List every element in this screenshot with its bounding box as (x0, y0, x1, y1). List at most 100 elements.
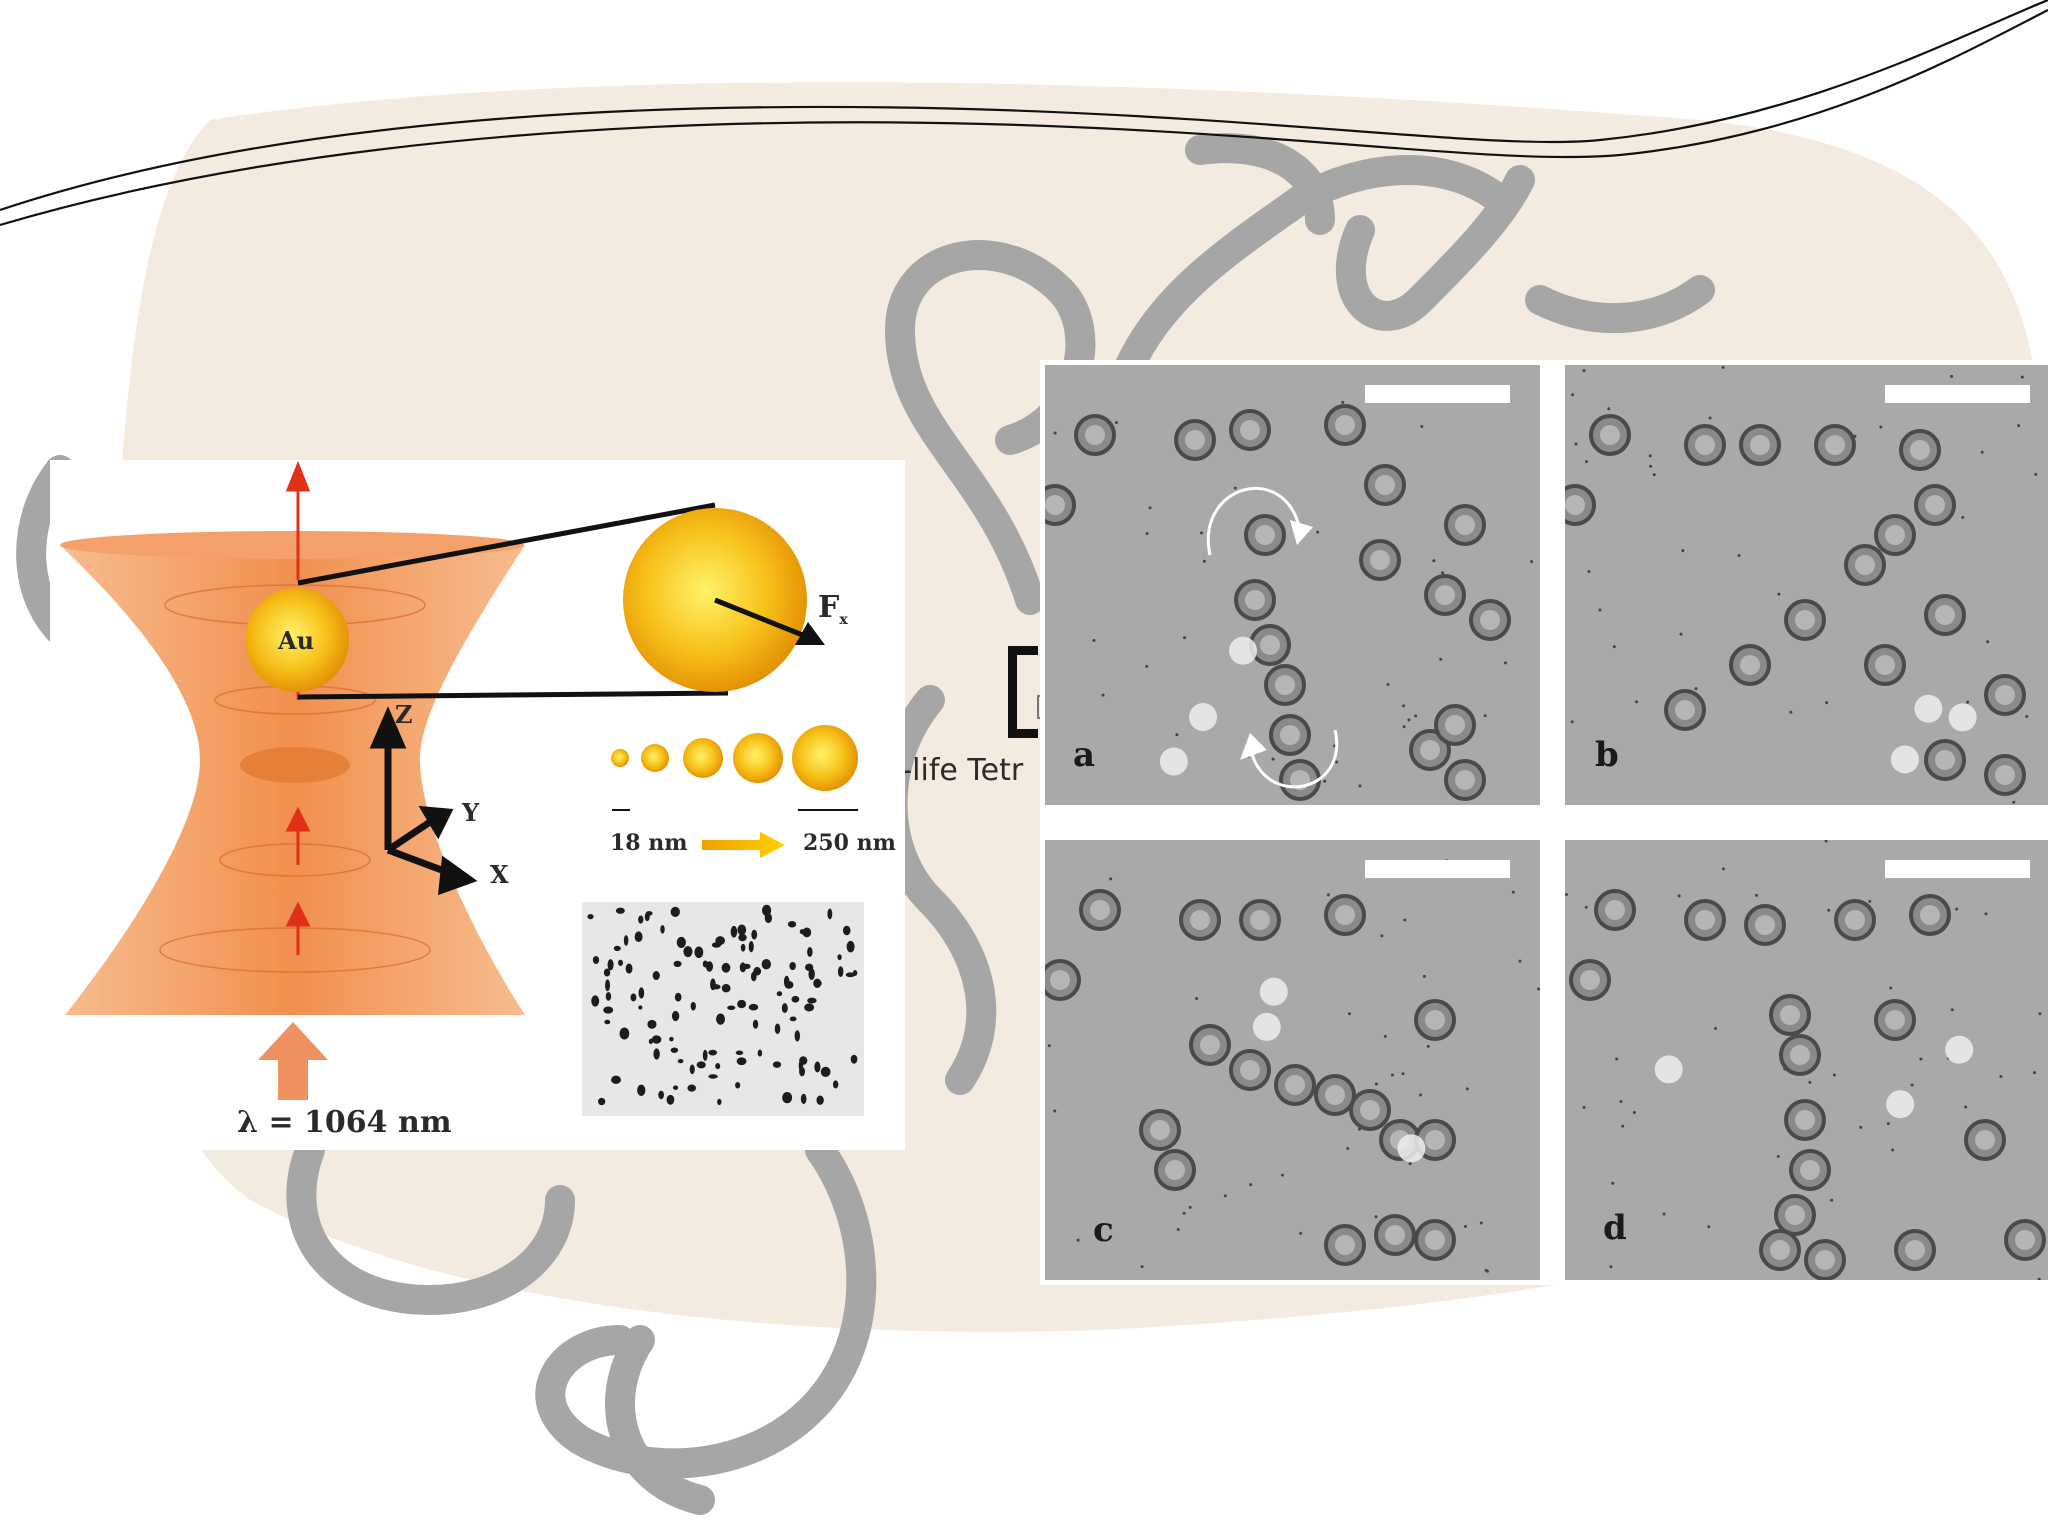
tem-particle (711, 984, 721, 990)
speckle (1681, 549, 1685, 553)
cell (1594, 889, 1636, 931)
tem-particle (814, 1061, 821, 1073)
tem-particle (735, 1082, 741, 1089)
speckle (1755, 893, 1759, 897)
tem-particle (615, 907, 625, 914)
microscopy-panel-a: a (1045, 365, 1540, 805)
cell (1729, 644, 1771, 686)
cell (1324, 404, 1366, 446)
tem-particle (816, 1095, 824, 1105)
tem-particle (592, 955, 600, 965)
speckle (1316, 530, 1320, 534)
cell (1744, 904, 1786, 946)
cell (1264, 664, 1306, 706)
tem-particle (648, 1038, 653, 1045)
speckle (1707, 1225, 1711, 1229)
speckle (1708, 416, 1712, 420)
cell (1759, 1229, 1801, 1271)
gold-nanoparticle-icon (245, 588, 349, 692)
speckle (1109, 877, 1113, 881)
tem-particle (645, 911, 653, 916)
speckle (1777, 592, 1781, 596)
bright-spot (1229, 636, 1258, 665)
speckle (1145, 532, 1149, 536)
tem-particle (672, 1085, 679, 1090)
speckle (1621, 1124, 1625, 1128)
speckle (1649, 464, 1653, 468)
speckle (1175, 733, 1179, 737)
cell (1684, 424, 1726, 466)
cell (1189, 1024, 1231, 1066)
tem-particle (673, 960, 682, 968)
panel-letter: b (1595, 735, 1619, 775)
panel-a-image (1045, 365, 1540, 805)
panel-b-image (1565, 365, 2048, 805)
tem-particle (740, 943, 746, 952)
speckle (1999, 1075, 2003, 1079)
tem-particle (850, 1054, 858, 1064)
cell (1324, 1224, 1366, 1266)
speckle (1414, 714, 1418, 718)
cell (1229, 409, 1271, 451)
tem-particle (690, 1001, 696, 1011)
force-label-text: F (818, 590, 840, 625)
microscopy-figure: a b c d (1040, 360, 2048, 1285)
speckle (1677, 894, 1681, 898)
tem-particle (832, 1080, 839, 1089)
speckle (2032, 1071, 2036, 1075)
speckle (1565, 893, 1568, 897)
cell (1414, 1119, 1456, 1161)
cell (1269, 714, 1311, 756)
bright-spot (1259, 977, 1288, 1006)
speckle (1183, 636, 1187, 640)
tem-particle (761, 904, 772, 917)
tem-particle (605, 992, 612, 1001)
tem-particle (827, 908, 833, 920)
tem-particle (739, 962, 747, 973)
speckle (1570, 720, 1574, 724)
speckle (1825, 701, 1829, 705)
speckle (1341, 400, 1345, 404)
tem-particle (807, 997, 817, 1004)
speckle (2012, 800, 2016, 804)
speckle (1076, 1238, 1080, 1242)
cell (1139, 1109, 1181, 1151)
cell (1664, 689, 1706, 731)
speckle (1694, 687, 1698, 691)
speckle (1721, 365, 1725, 369)
tem-particle (638, 915, 644, 924)
speckle (1587, 570, 1591, 574)
speckle (1574, 442, 1578, 446)
speckle (1635, 700, 1639, 704)
tem-particle (702, 1049, 708, 1061)
cell (1924, 739, 1966, 781)
cell (1984, 674, 2026, 716)
speckle (1380, 934, 1384, 938)
tem-particle (752, 1019, 759, 1029)
tem-particle (677, 1058, 684, 1064)
tem-particle (708, 1074, 718, 1079)
tem-particle (736, 1057, 747, 1066)
cell (1964, 1119, 2006, 1161)
speckle (1827, 908, 1831, 912)
speckle (1299, 1231, 1303, 1235)
cell (1984, 754, 2026, 796)
tem-particle (638, 1005, 643, 1010)
speckle (1465, 1087, 1469, 1091)
cell (1244, 514, 1286, 556)
bright-spot (1945, 1035, 1974, 1064)
cell (1374, 1214, 1416, 1256)
tem-particle (613, 945, 621, 952)
speckle (1401, 1072, 1405, 1076)
tem-particle (670, 906, 680, 917)
speckle (1432, 559, 1436, 563)
tem-particle (708, 1049, 718, 1056)
scale-bar (1365, 860, 1510, 878)
tem-particle (820, 1066, 831, 1077)
cell (1774, 1194, 1816, 1236)
cell (1314, 1074, 1356, 1116)
tem-particle (715, 1063, 721, 1070)
tem-particle (837, 954, 842, 961)
speckle (1632, 1110, 1636, 1114)
speckle (1463, 1224, 1467, 1228)
